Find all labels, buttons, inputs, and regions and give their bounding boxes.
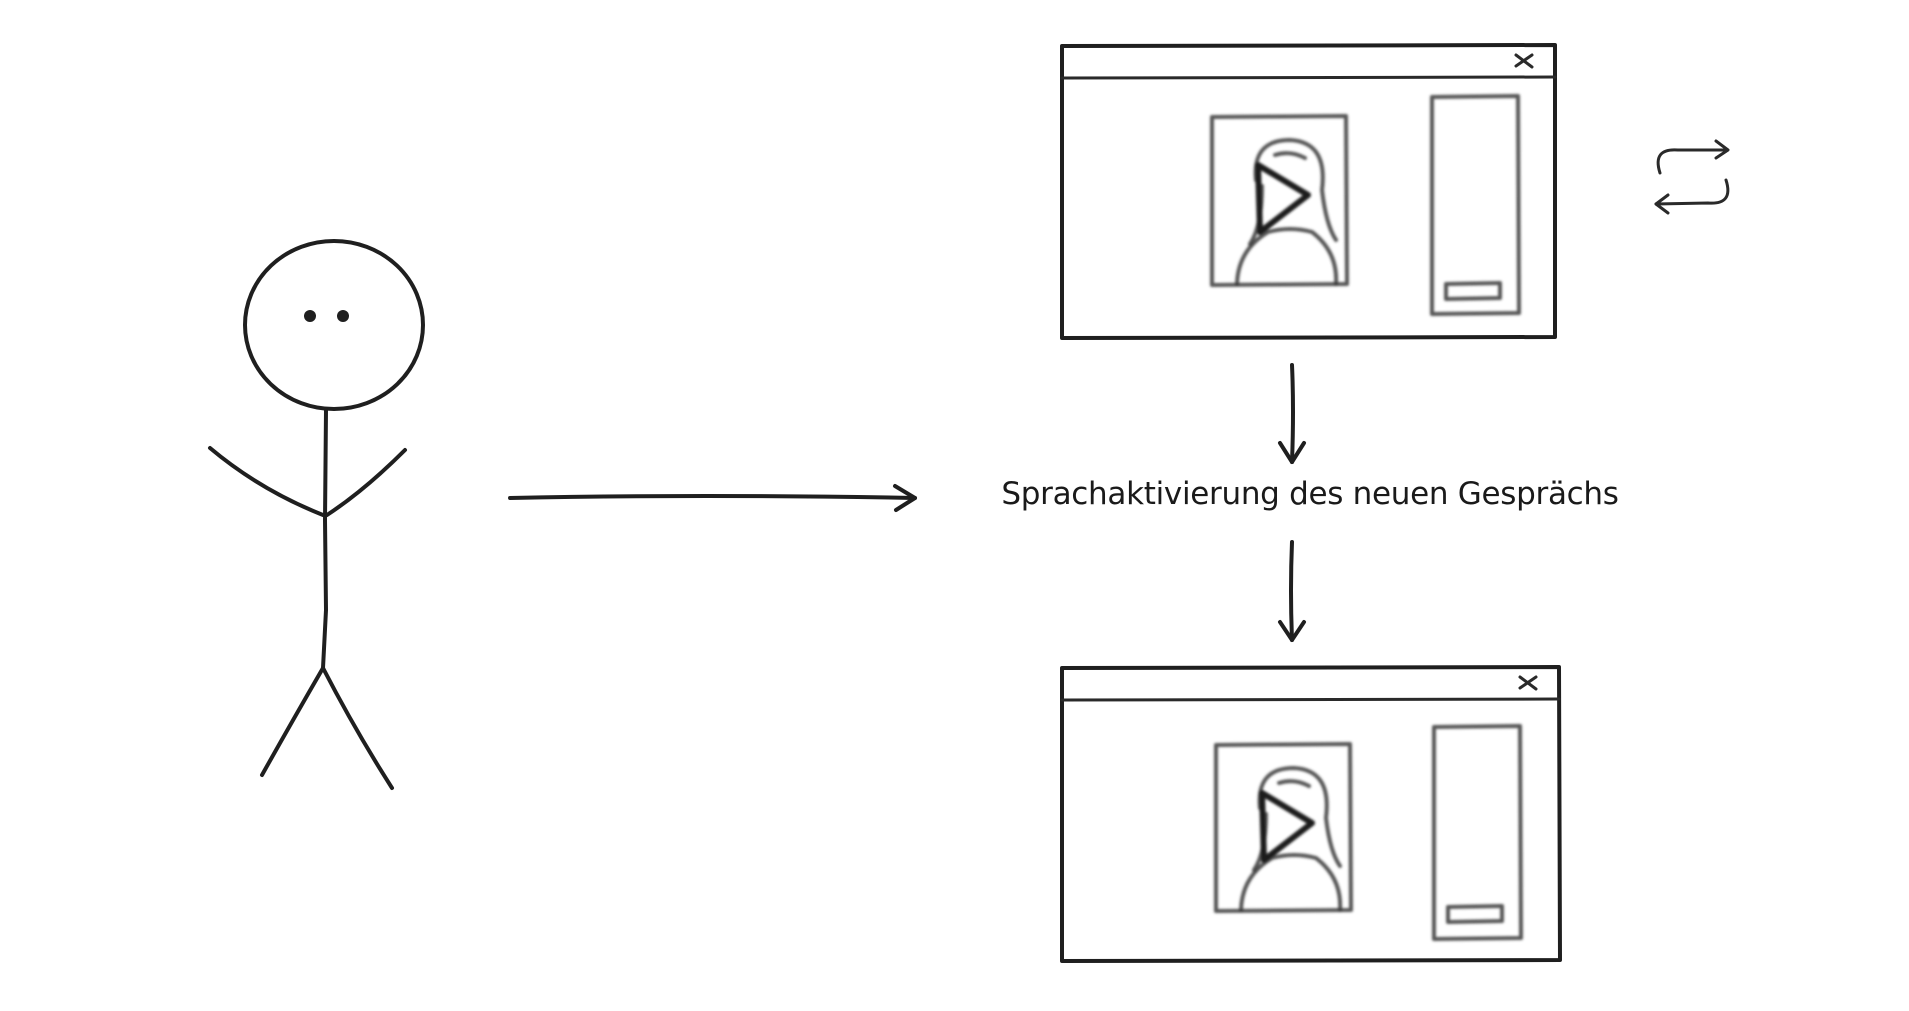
play-icon	[1259, 790, 1315, 863]
repeat-icon	[1654, 139, 1730, 215]
window-bottom	[1060, 665, 1562, 963]
close-icon	[1514, 53, 1534, 69]
arrow-down-2	[1278, 540, 1306, 642]
video-thumbnail	[1210, 94, 1521, 316]
close-icon	[1518, 675, 1538, 691]
video-thumbnail	[1214, 724, 1523, 941]
play-icon	[1255, 162, 1311, 235]
arrow-person-to-label	[508, 484, 917, 512]
stick-figure-icon	[208, 239, 425, 790]
arrow-down-1	[1278, 363, 1306, 464]
diagram-label: Sprachaktivierung des neuen Gesprächs	[1001, 476, 1619, 512]
window-top	[1060, 43, 1557, 340]
